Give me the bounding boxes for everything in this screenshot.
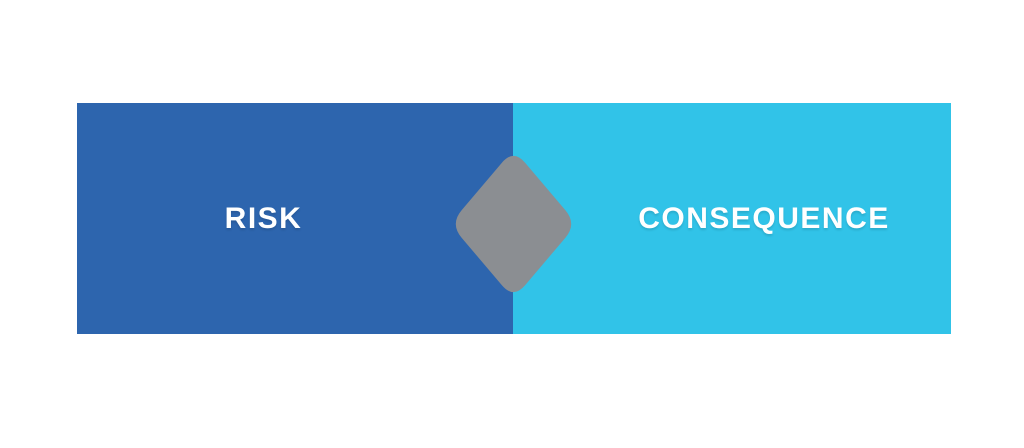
diamond-connector-icon <box>455 155 572 293</box>
risk-label: RISK <box>224 201 303 235</box>
consequence-label: CONSEQUENCE <box>638 201 890 235</box>
risk-box: RISK <box>77 103 513 334</box>
consequence-box: CONSEQUENCE <box>513 103 951 334</box>
